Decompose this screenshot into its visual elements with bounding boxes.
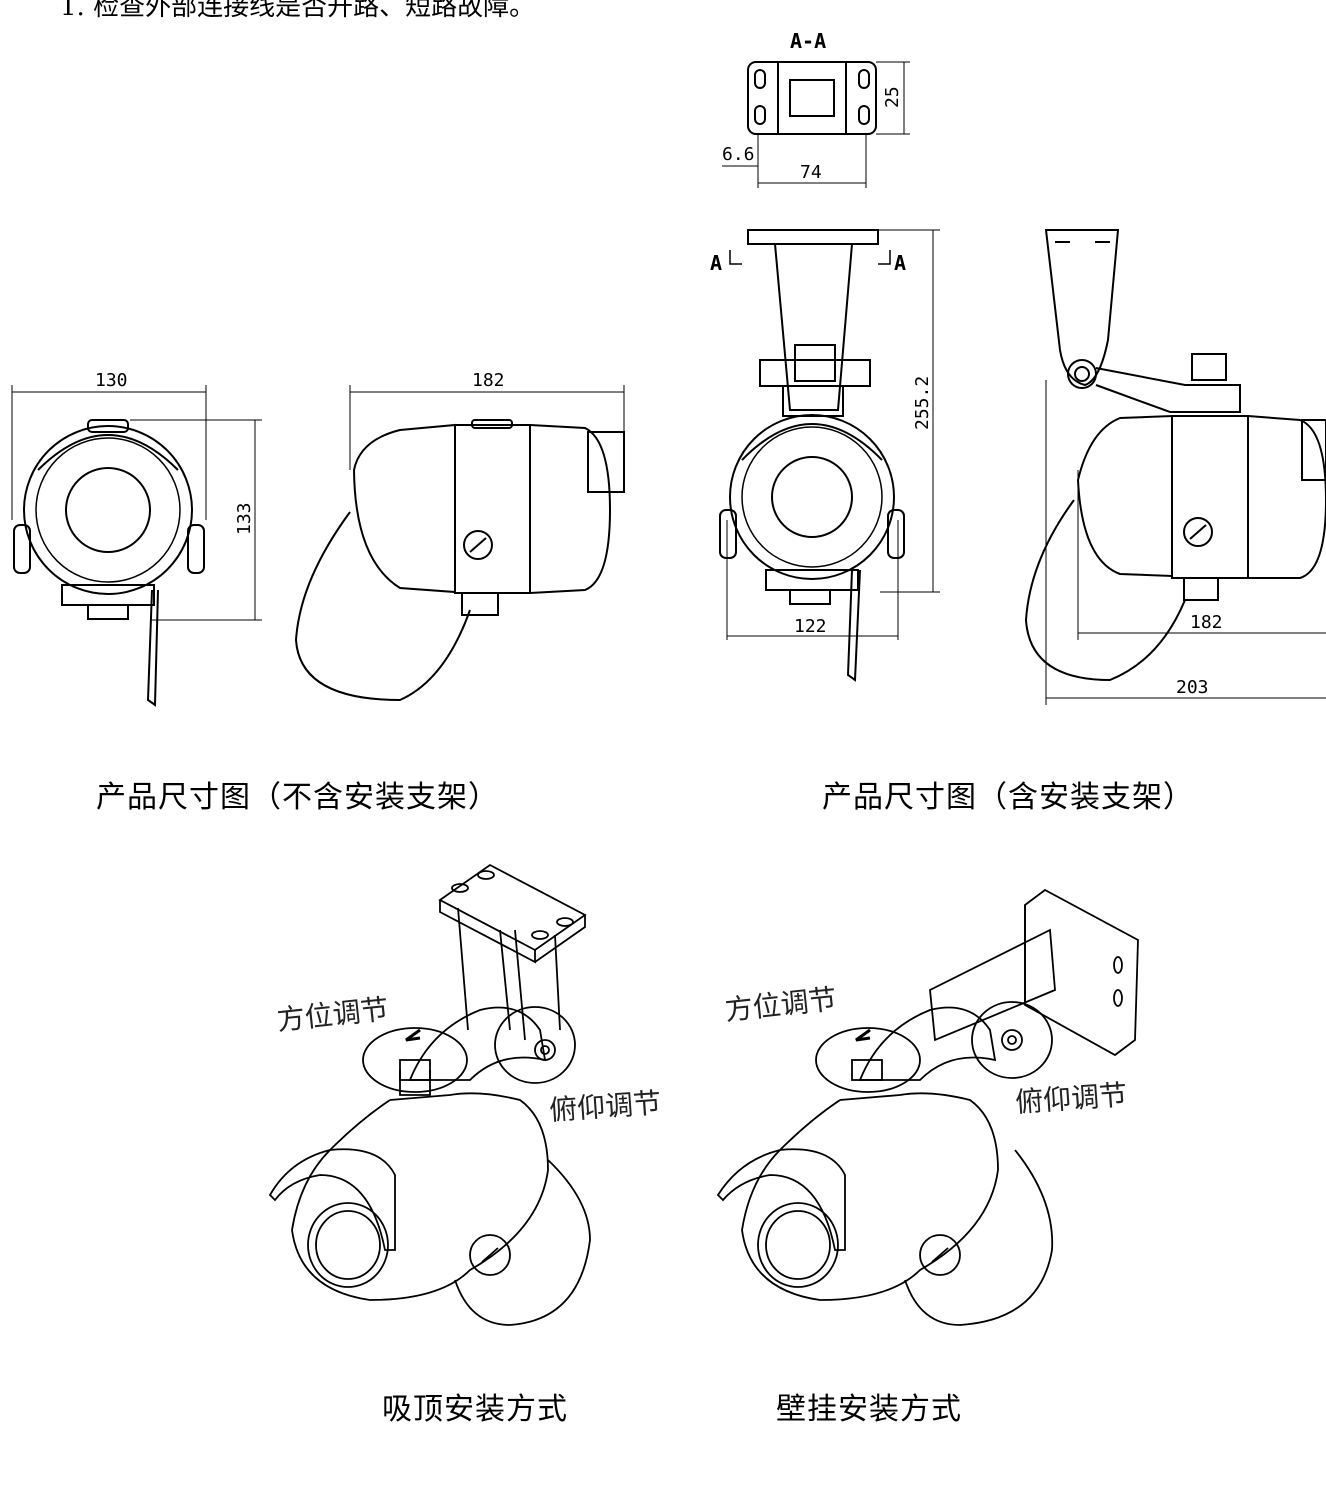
section-spacing-dimension: 74 <box>800 162 822 183</box>
caption-ceiling-mount: 吸顶安装方式 <box>382 1392 568 1427</box>
ceiling-mount-illustration <box>268 863 591 1326</box>
front-view-without-bracket: 130 133 <box>11 370 262 707</box>
section-height-dimension: 25 <box>882 86 903 108</box>
front-view-with-bracket: A A 255.2 122 <box>710 229 940 682</box>
section-label: A-A <box>790 29 826 53</box>
bracket-width-dimension: 122 <box>794 616 827 637</box>
section-mark-right: A <box>894 251 906 275</box>
instruction-text: 1. 检查外部连接线是否开路、短路故障。 <box>60 0 536 22</box>
bracket-total-length-dimension: 203 <box>1176 677 1209 698</box>
section-hole-dimension: 6.6 <box>722 144 755 165</box>
pitch-label-ceiling: 俯仰调节 <box>548 1086 662 1127</box>
section-mark-left: A <box>710 251 722 275</box>
azimuth-label-wall: 方位调节 <box>723 982 838 1027</box>
caption-with-bracket: 产品尺寸图（含安装支架） <box>822 780 1194 815</box>
section-a-a-view: A-A 25 74 6.6 <box>722 29 910 188</box>
bracket-body-length-dimension: 182 <box>1190 612 1223 633</box>
wall-mount-illustration <box>716 888 1139 1326</box>
side-view-with-bracket: 182 203 <box>1024 229 1326 705</box>
front-height-dimension: 133 <box>234 502 255 535</box>
side-length-dimension: 182 <box>472 370 505 391</box>
caption-wall-mount: 壁挂安装方式 <box>776 1392 962 1427</box>
azimuth-label-ceiling: 方位调节 <box>275 992 390 1037</box>
pitch-label-wall: 俯仰调节 <box>1014 1078 1128 1119</box>
bracket-height-dimension: 255.2 <box>912 376 933 430</box>
front-width-dimension: 130 <box>95 370 128 391</box>
caption-without-bracket: 产品尺寸图（不含安装支架） <box>96 780 499 815</box>
side-view-without-bracket: 182 <box>294 370 625 702</box>
